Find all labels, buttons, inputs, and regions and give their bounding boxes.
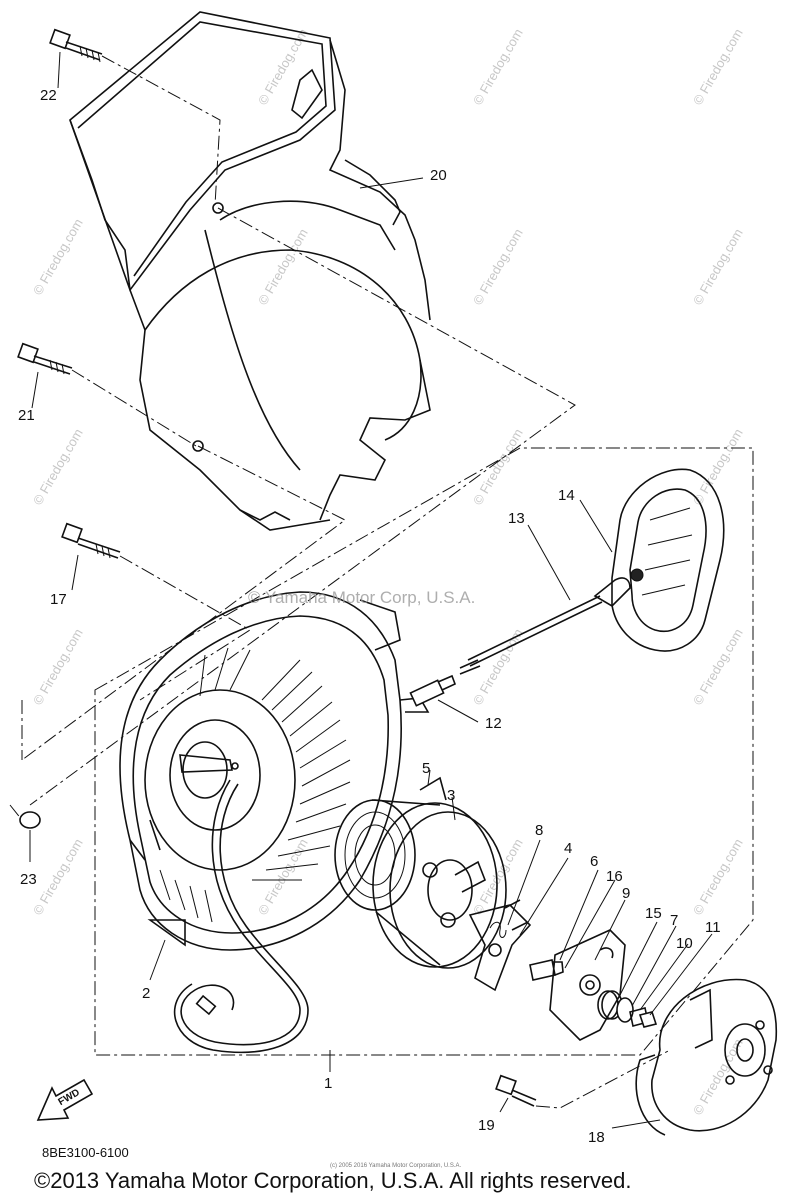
callout-10: 10 [676,935,693,952]
forward-direction-arrow: FWD [36,1078,94,1121]
nut-11 [638,1011,658,1028]
friction-plate-9 [549,929,626,1041]
callout-8: 8 [535,822,543,839]
starter-case [119,591,430,951]
leader-line [71,369,197,447]
callout-23: 23 [20,871,37,888]
starter-handle-14 [593,468,725,652]
callout-15: 15 [645,905,662,922]
callout-18: 18 [588,1129,605,1146]
callout-6: 6 [590,853,598,870]
washer-7 [616,997,634,1023]
callout-22: 22 [40,87,57,104]
callout-5: 5 [422,760,430,777]
bolt-19 [495,1074,537,1107]
callout-19: 19 [478,1117,495,1134]
callout-14: 14 [558,487,575,504]
callout-leaders [29,51,713,1129]
bolt-22 [49,28,103,63]
bolt-17 [61,522,121,559]
starter-rope-13 [467,595,603,667]
spring-8 [489,921,507,938]
spring-case-5 [419,776,447,801]
callout-16: 16 [606,868,623,885]
rope-guide-12 [409,659,481,707]
leader-line [101,55,221,206]
leader-line [535,1049,671,1109]
starter-rope [180,779,301,1046]
copyright-notice: ©2013 Yamaha Motor Corporation, U.S.A. A… [34,1168,632,1193]
center-watermark: © Yamaha Motor Corp, U.S.A. [248,588,476,607]
leader-line [21,445,346,761]
callout-3: 3 [447,787,455,804]
callout-1: 1 [324,1075,332,1092]
pawl-4 [468,899,532,992]
leader-line [119,555,251,701]
tiny-print: (c) 2005 2016 Yamaha Motor Corporation, … [330,1163,462,1169]
callout-11: 11 [705,919,721,936]
callout-9: 9 [622,885,630,902]
fwd-label: FWD [57,1087,82,1108]
leader-line [9,700,23,821]
nut-23 [19,811,41,829]
fan-shroud [69,11,431,531]
callout-12: 12 [485,715,502,732]
callout-7: 7 [670,912,678,929]
callout-13: 13 [508,510,525,527]
bolt-16 [529,959,564,981]
bolt-21 [17,342,73,375]
reel-3 [334,799,507,969]
starter-pulley-18 [635,978,778,1136]
callout-2: 2 [142,985,150,1002]
diagram-part-code: 8BE3100-6100 [42,1145,129,1160]
callout-17: 17 [50,591,67,608]
callout-20: 20 [430,167,447,184]
callout-21: 21 [18,407,35,424]
callout-4: 4 [564,840,572,857]
leader-line [29,207,576,806]
assembly-boundary [94,447,754,1056]
